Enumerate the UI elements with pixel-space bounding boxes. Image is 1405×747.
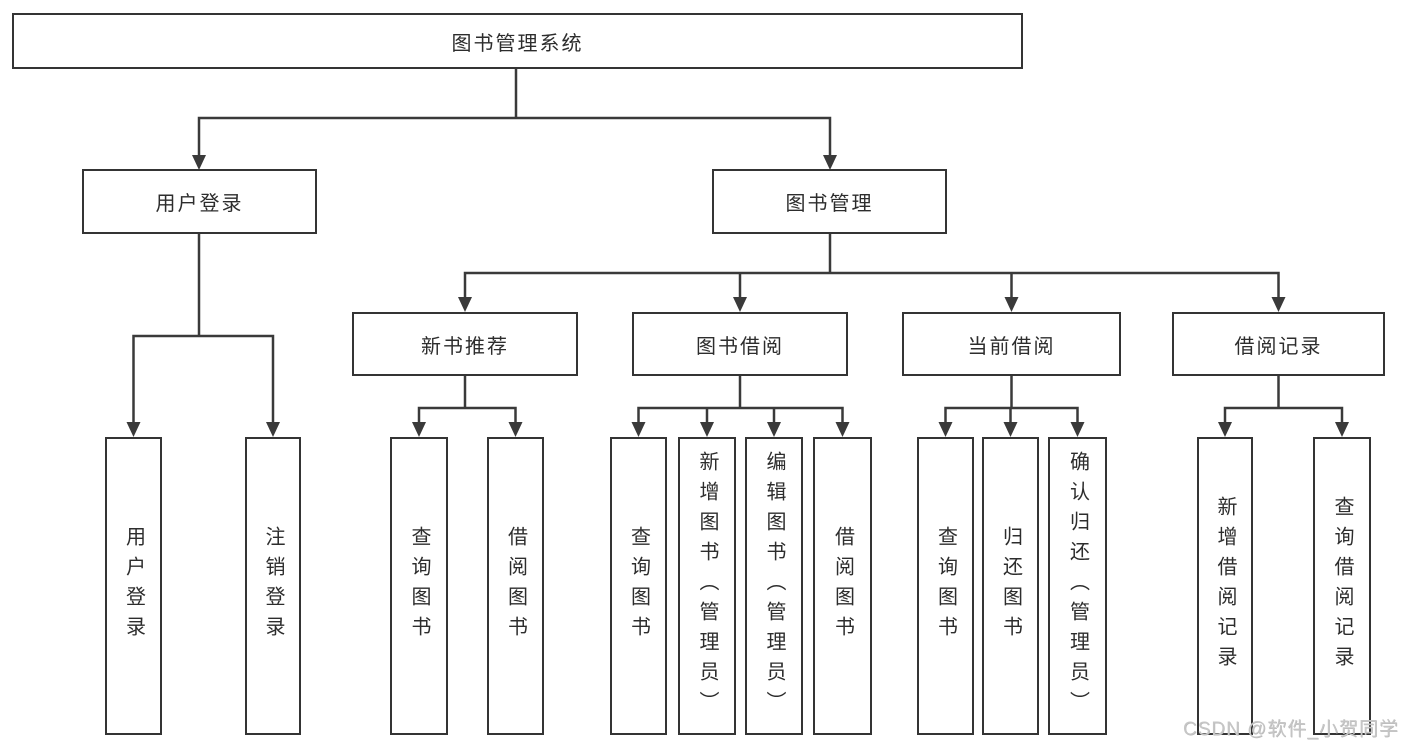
node-borrow-record-label: 借阅记录 [1234, 335, 1323, 358]
leaf-current-query-label: 查询图书 [934, 526, 957, 646]
node-user-login-label: 用户登录 [155, 193, 244, 215]
node-book-manage: 图书管理 [712, 169, 947, 234]
leaf-newbook-query: 查询图书 [390, 437, 448, 735]
arrow-down-icon [126, 422, 141, 437]
arrow-down-icon [1004, 297, 1019, 312]
leaf-user-login-label: 用户登录 [122, 526, 145, 646]
arrow-down-icon [508, 422, 523, 437]
arrow-down-icon [192, 155, 206, 170]
leaf-record-add-label: 新增借阅记录 [1214, 496, 1236, 676]
arrow-down-icon [1271, 297, 1286, 312]
arrow-down-icon [631, 422, 646, 437]
arrow-down-icon [1003, 422, 1018, 437]
csdn-watermark: CSDN @软件_小贺同学 [1183, 719, 1399, 740]
node-book-borrow: 图书借阅 [632, 312, 848, 376]
node-user-login: 用户登录 [82, 169, 317, 234]
leaf-user-login: 用户登录 [105, 437, 162, 735]
leaf-borrow-edit: 编辑图书（管理员） [745, 437, 803, 735]
leaf-current-confirm: 确认归还（管理员） [1048, 437, 1107, 735]
arrow-down-icon [412, 422, 426, 437]
leaf-borrow-borrow-label: 借阅图书 [831, 526, 854, 646]
leaf-newbook-borrow: 借阅图书 [487, 437, 544, 735]
arrow-down-icon [1218, 422, 1232, 437]
leaf-borrow-borrow: 借阅图书 [813, 437, 872, 735]
leaf-borrow-query-label: 查询图书 [627, 526, 650, 646]
arrow-down-icon [1335, 422, 1349, 437]
leaf-current-return-label: 归还图书 [999, 526, 1022, 646]
leaf-record-query: 查询借阅记录 [1313, 437, 1371, 735]
node-book-borrow-label: 图书借阅 [696, 335, 784, 358]
leaf-record-query-label: 查询借阅记录 [1331, 496, 1353, 676]
leaf-newbook-borrow-label: 借阅图书 [504, 526, 527, 646]
arrow-down-icon [266, 422, 280, 437]
node-borrow-record: 借阅记录 [1172, 312, 1385, 376]
node-current-borrow-label: 当前借阅 [967, 335, 1056, 358]
leaf-current-confirm-label: 确认归还（管理员） [1066, 451, 1089, 721]
arrow-down-icon [1070, 422, 1085, 437]
arrow-down-icon [700, 422, 714, 437]
leaf-borrow-add: 新增图书（管理员） [678, 437, 736, 735]
node-current-borrow: 当前借阅 [902, 312, 1121, 376]
node-new-book-label: 新书推荐 [421, 335, 509, 358]
leaf-borrow-query: 查询图书 [610, 437, 667, 735]
leaf-borrow-edit-label: 编辑图书（管理员） [763, 451, 785, 721]
leaf-logout-label: 注销登录 [262, 526, 284, 646]
arrow-down-icon [767, 422, 781, 437]
arrow-down-icon [835, 422, 850, 437]
leaf-current-return: 归还图书 [982, 437, 1039, 735]
node-new-book: 新书推荐 [352, 312, 578, 376]
arrow-down-icon [733, 297, 747, 312]
node-root: 图书管理系统 [12, 13, 1023, 69]
leaf-newbook-query-label: 查询图书 [408, 526, 430, 646]
leaf-borrow-add-label: 新增图书（管理员） [696, 451, 718, 721]
node-book-manage-label: 图书管理 [785, 193, 874, 215]
arrow-down-icon [823, 155, 837, 170]
arrow-down-icon [458, 297, 472, 312]
arrow-down-icon [938, 422, 953, 437]
leaf-record-add: 新增借阅记录 [1197, 437, 1253, 735]
node-root-label: 图书管理系统 [451, 32, 584, 55]
leaf-current-query: 查询图书 [917, 437, 974, 735]
leaf-logout: 注销登录 [245, 437, 301, 735]
